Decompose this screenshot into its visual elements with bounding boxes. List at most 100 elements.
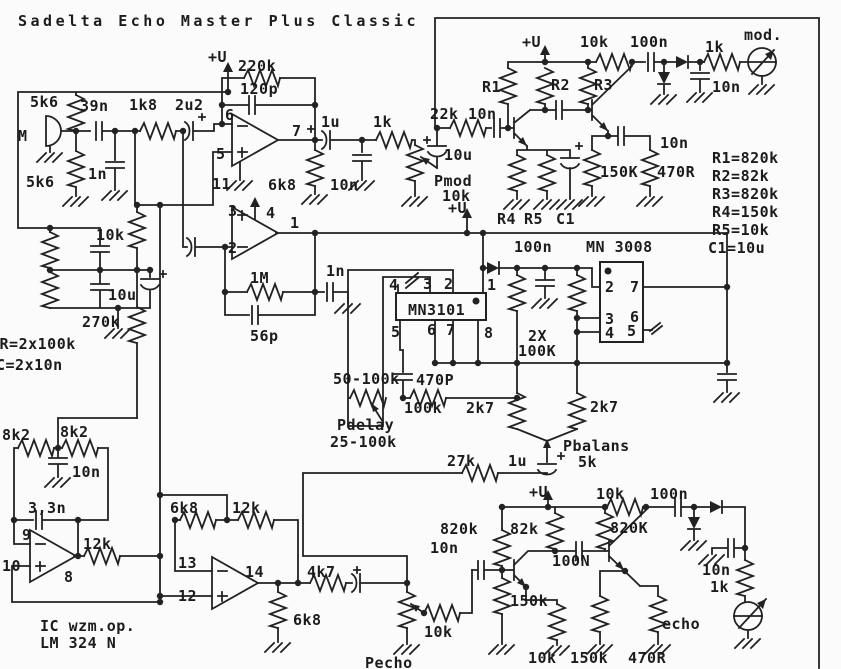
label-oa4-pin13: 13	[178, 554, 197, 572]
label-list-c1: C1=10u	[708, 239, 765, 257]
label-mod-meter-label: mod.	[744, 26, 782, 44]
label-r-1k8: 1k8	[129, 96, 158, 114]
label-r-10k-echo: 10k	[596, 485, 625, 503]
echo-meter	[733, 601, 763, 631]
label-oa1-pin5: 5	[216, 145, 226, 163]
label-c-10n-q1: 10n	[468, 105, 497, 123]
label-list-r4: R4=150k	[712, 203, 779, 221]
label-pmod-val: 10k	[442, 187, 471, 205]
label-r-2k7-l: 2k7	[466, 399, 495, 417]
label-c-56p: 56p	[250, 327, 279, 345]
label-pbalans-val: 5k	[578, 453, 597, 471]
label-list-r5: R5=10k	[712, 221, 769, 239]
label-c1-label: C1	[556, 210, 575, 228]
label-oa2-pin3: 3	[228, 202, 238, 220]
label-pmod-name: Pmod	[434, 172, 472, 190]
label-list-r2: R2=82k	[712, 167, 769, 185]
filled-symbols	[223, 45, 774, 612]
label-mn3101-p7: 7	[446, 321, 456, 339]
label-c-10u-pmod: 10u	[444, 146, 473, 164]
label-oa4-pin12: 12	[178, 587, 197, 605]
label-mn3008-p2: 2	[605, 278, 615, 296]
label-c-120p: 120p	[240, 80, 278, 98]
label-r-6k8-out: 6k8	[293, 611, 322, 629]
junction-dots	[10, 58, 749, 617]
label-oa3-pin10: 10	[2, 557, 21, 575]
label-oa2-pin2: 2	[228, 239, 238, 257]
label-mn3101-p8: 8	[484, 324, 494, 342]
label-ic-note-1: IC wzm.op.	[40, 617, 135, 635]
label-r3: R3	[594, 76, 613, 94]
label-c-10n-oa3: 10n	[72, 463, 101, 481]
label-oa2-pin1: 1	[290, 214, 300, 232]
label-mn3008-p7: 7	[630, 278, 640, 296]
label-r-1k-echo: 1k	[710, 578, 729, 596]
label-gnd-row-10k: 10k	[528, 649, 557, 667]
section-delay	[302, 217, 740, 584]
label-r-10k-mod: 10k	[580, 33, 609, 51]
meter-arrows	[757, 50, 774, 609]
label-mic: M	[18, 127, 28, 145]
label-mn3101-name: MN3101	[408, 301, 465, 319]
label-c-1u-oa1: 1u	[321, 113, 340, 131]
label-mn3101-p5: 5	[391, 323, 401, 341]
label-r2: R2	[551, 76, 570, 94]
label-r-8k2-a: 8k2	[2, 426, 31, 444]
label-c-2u2: 2u2	[175, 96, 204, 114]
ic-mn3008	[599, 261, 644, 343]
label-oa3-pin9: 9	[22, 526, 32, 544]
label-r-4k7: 4k7	[307, 563, 336, 581]
label-r4-label: R4	[497, 210, 516, 228]
label-r-10k-left: 10k	[96, 226, 125, 244]
label-pecho-name: Pecho	[365, 654, 413, 669]
label-r-150k-echo: 150k	[510, 592, 548, 610]
label-mn3101-p1: 1	[487, 276, 497, 294]
section-mic-preamp	[17, 69, 448, 603]
label-gnd-row-150k: 150k	[570, 649, 608, 667]
mod-meter	[747, 47, 777, 77]
label-mn3101-p3: 3	[423, 275, 433, 293]
label-pdelay-val: 25-100k	[330, 433, 397, 451]
label-r5-label: R5	[524, 210, 543, 228]
label-r-470r-mod: 470R	[657, 163, 696, 181]
label-mn3008-p4: 4	[605, 324, 615, 342]
label-r-27k: 27k	[447, 452, 476, 470]
label-c-10u-left: 10u	[108, 286, 137, 304]
label-r-2x: 2X	[528, 327, 547, 345]
label-list-r3: R3=820k	[712, 185, 779, 203]
label-c-39n: 39n	[80, 97, 109, 115]
label-r-5k6-top: 5k6	[30, 93, 59, 111]
label-r-100k-delay: 100k	[404, 399, 442, 417]
label-c-10n-q2: 10n	[660, 134, 689, 152]
label-echo-meter-label: echo	[662, 615, 700, 633]
label-r-1m: 1M	[250, 269, 269, 287]
label-mn3008-p5: 5	[627, 322, 637, 340]
label-oa2-pin4: 4	[266, 204, 276, 222]
label-c-10n-mod2: 10n	[712, 78, 741, 96]
label-c-10n-echo: 10n	[430, 539, 459, 557]
label-r-2x-val: 100K	[518, 342, 556, 360]
mn3101-pin1-dot	[472, 297, 480, 305]
label-oa1-pin7: 7	[292, 122, 302, 140]
label-r-22k: 22k	[430, 105, 459, 123]
label-r-5k6-bot: 5k6	[26, 173, 55, 191]
label-oa4-pin14: 14	[245, 563, 264, 581]
label-pbalans-name: Pbalans	[563, 437, 630, 455]
label-mn3008-p3: 3	[605, 310, 615, 328]
label-vplus-echo: +U	[529, 483, 548, 501]
label-mn3101-p2: 2	[444, 275, 454, 293]
label-oa1-pin11: 11	[212, 175, 231, 193]
schematic-title: Sadelta Echo Master Plus Classic	[18, 12, 419, 30]
label-r-10k-pecho: 10k	[424, 623, 453, 641]
label-oa1-pin6: 6	[225, 106, 235, 124]
label-vplus-top-right: +U	[522, 33, 541, 51]
label-mn3101-p6: 6	[427, 321, 437, 339]
label-oa3-pin8: 8	[64, 568, 74, 586]
label-c-3n3: 3,3n	[28, 499, 66, 517]
label-mn3008-p6: 6	[630, 308, 640, 326]
label-c-100n-mod: 100n	[630, 33, 668, 51]
label-note-tr: TR=2x100k	[0, 335, 76, 353]
